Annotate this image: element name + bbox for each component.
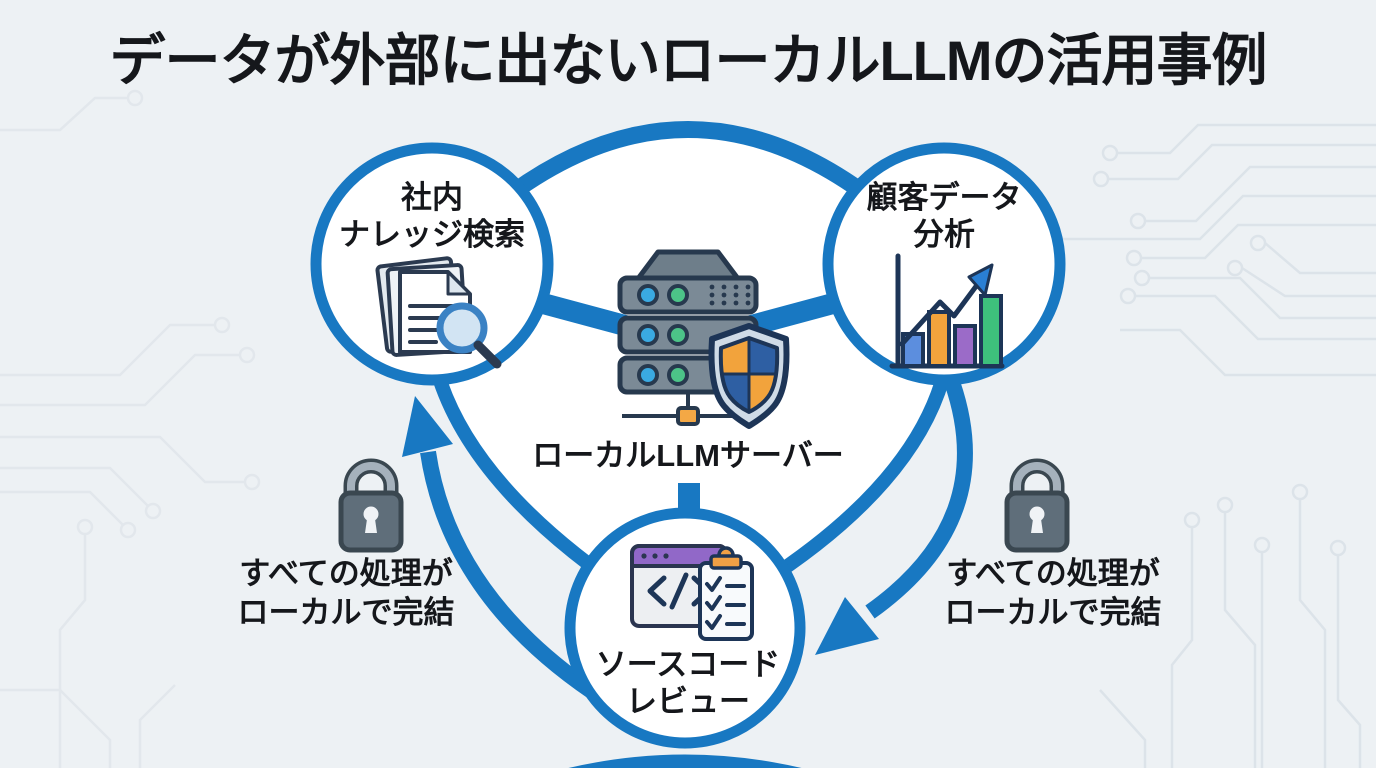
page-title: データが外部に出ないローカルLLMの活用事例 — [109, 29, 1267, 92]
node-label-review-line1: ソースコード — [595, 647, 781, 682]
node-label-review: ソースコード レビュー — [596, 646, 780, 720]
node-label-analysis: 顧客データ 分析 — [867, 179, 1022, 253]
node-label-review-line2: レビュー — [625, 684, 750, 719]
security-shield-icon — [708, 323, 790, 429]
connector-bottom — [568, 754, 802, 768]
callout-right-line1: すべての処理が — [946, 556, 1160, 591]
server-shield-icon — [617, 249, 790, 429]
node-label-analysis-line1: 顧客データ — [866, 180, 1022, 215]
circuit-pattern-right — [1060, 123, 1376, 768]
bar-chart-icon — [889, 253, 1005, 369]
node-label-analysis-line2: 分析 — [913, 217, 975, 252]
node-label-knowledge-line1: 社内 — [401, 180, 463, 215]
code-review-icon — [630, 544, 754, 641]
callout-left-line2: ローカルで完結 — [237, 595, 455, 630]
circuit-pattern-left — [0, 89, 261, 768]
callout-right: すべての処理が ローカルで完結 — [945, 554, 1162, 632]
node-label-knowledge: 社内 ナレッジ検索 — [339, 179, 525, 253]
callout-left: すべての処理が ローカルで完結 — [238, 554, 455, 632]
lock-icon-left — [338, 458, 404, 553]
server-label: ローカルLLMサーバー — [532, 438, 844, 473]
lock-icon-right — [1004, 458, 1070, 553]
flow-arrow-right-down — [815, 379, 973, 655]
callout-left-line1: すべての処理が — [239, 556, 453, 591]
node-label-knowledge-line2: ナレッジ検索 — [339, 217, 525, 252]
server-vent-dots — [709, 284, 751, 306]
document-search-icon — [375, 256, 502, 369]
flow-arrow-left-up — [402, 396, 610, 707]
callout-right-line2: ローカルで完結 — [944, 595, 1162, 630]
